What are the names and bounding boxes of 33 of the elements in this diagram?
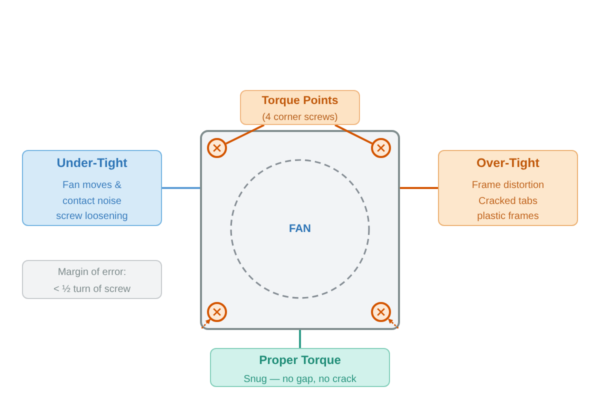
note-text: < ½ turn of screw (54, 282, 130, 296)
fan-frame (200, 130, 400, 330)
screw-symbol (207, 138, 227, 158)
box-text: screw loosening (56, 210, 128, 224)
dashed-arrow (388, 318, 399, 329)
box-title: Under-Tight (56, 155, 128, 171)
note-box (22, 260, 162, 299)
screw-symbol (371, 138, 391, 158)
status-box (210, 348, 390, 387)
connector-line (226, 124, 265, 144)
screw-symbol (207, 302, 227, 322)
box-title: Over-Tight (476, 155, 540, 171)
connector-line (299, 330, 301, 348)
box-text: Cracked tabs (478, 194, 538, 208)
connector-line (400, 187, 438, 189)
status-box (22, 150, 162, 226)
box-text: plastic frames (477, 210, 539, 224)
box-text: Snug — no gap, no crack (244, 373, 356, 386)
box-text: Fan moves & (62, 179, 122, 193)
note-text: Margin of error: (58, 266, 126, 280)
connector-line (162, 187, 200, 189)
box-title: Torque Points (262, 94, 338, 108)
status-box (438, 150, 578, 226)
dashed-arrow (201, 318, 211, 329)
box-text: (4 corner screws) (262, 112, 338, 124)
screw-symbol (371, 302, 391, 322)
box-text: Frame distortion (472, 179, 544, 193)
fan-label: FAN (289, 222, 311, 236)
dashed-circle (230, 159, 370, 299)
box-title: Proper Torque (259, 352, 341, 368)
box-text: contact noise (62, 194, 122, 208)
connector-line (334, 124, 373, 144)
callout-box (240, 90, 360, 125)
